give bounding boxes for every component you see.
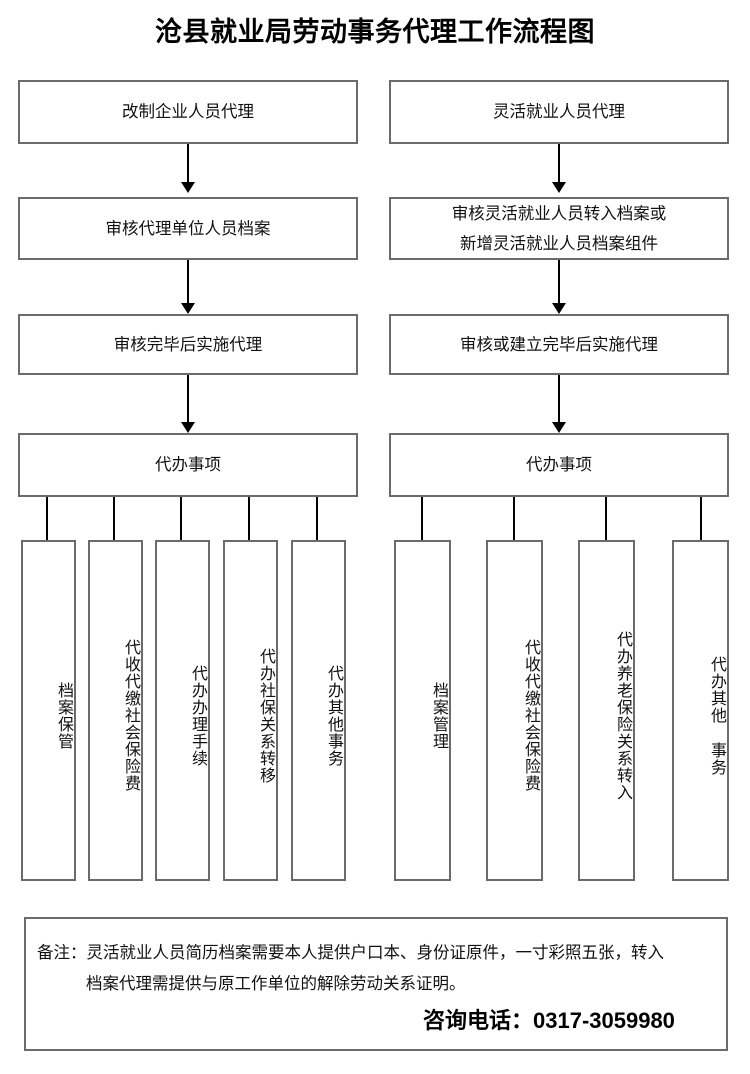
- right-leaf-2: 代收代缴社会保险费: [486, 540, 543, 881]
- right-arrow-1: [552, 182, 566, 193]
- left-branch-line-4: [248, 497, 250, 540]
- right-arrow-3: [552, 422, 566, 433]
- left-step-2: 审核代理单位人员档案: [18, 197, 358, 260]
- left-step-3-label: 审核完毕后实施代理: [113, 335, 263, 354]
- left-step-4: 代办事项: [18, 433, 358, 497]
- left-arrow-3: [181, 422, 195, 433]
- right-leaf-1: 档案管理: [394, 540, 451, 881]
- right-step-4-label: 代办事项: [526, 456, 592, 474]
- right-branch-line-4: [700, 497, 702, 540]
- left-connector-2: [187, 260, 189, 303]
- right-leaf-4: 代办其他 事务: [672, 540, 729, 881]
- right-step-1-label: 灵活就业人员代理: [493, 103, 625, 121]
- left-leaf-3-label: 代办办理手续: [189, 664, 206, 767]
- left-leaf-5: 代办其他事务: [291, 540, 346, 881]
- left-leaf-1-label: 档案保管: [55, 681, 72, 750]
- right-branch-line-3: [605, 497, 607, 540]
- left-connector-1: [187, 144, 189, 182]
- right-leaf-3-label: 代办养老保险关系转入: [614, 630, 631, 801]
- page-title: 沧县就业局劳动事务代理工作流程图: [155, 17, 595, 47]
- right-step-2: 审核灵活就业人员转入档案或 新增灵活就业人员档案组件: [389, 197, 729, 260]
- left-leaf-4-label: 代办社保关系转移: [257, 647, 274, 784]
- right-step-3: 审核或建立完毕后实施代理: [389, 314, 729, 375]
- left-leaf-2-label: 代收代缴社会保险费: [122, 639, 139, 792]
- right-leaf-1-label: 档案管理: [430, 681, 447, 750]
- left-leaf-1: 档案保管: [21, 540, 76, 881]
- left-step-3: 审核完毕后实施代理: [18, 314, 358, 375]
- left-step-2-label: 审核代理单位人员档案: [105, 219, 271, 238]
- left-leaf-5-label: 代办其他事务: [325, 664, 342, 767]
- right-step-3-label: 审核或建立完毕后实施代理: [460, 335, 658, 354]
- right-branch-line-1: [421, 497, 423, 540]
- right-connector-3: [558, 375, 560, 422]
- left-connector-3: [187, 375, 189, 422]
- footer-note-line-2: 档案代理需提供与原工作单位的解除劳动关系证明。: [86, 975, 466, 993]
- right-leaf-3: 代办养老保险关系转入: [578, 540, 635, 881]
- left-leaf-2: 代收代缴社会保险费: [88, 540, 143, 881]
- right-leaf-4-label: 代办其他 事务: [708, 655, 725, 776]
- right-step-2-label: 审核灵活就业人员转入档案或 新增灵活就业人员档案组件: [451, 204, 667, 253]
- left-leaf-3: 代办办理手续: [155, 540, 210, 881]
- footer-note-box: [24, 917, 728, 1051]
- left-branch-line-5: [316, 497, 318, 540]
- left-step-1-label: 改制企业人员代理: [122, 103, 254, 121]
- left-arrow-2: [181, 303, 195, 314]
- left-branch-line-3: [180, 497, 182, 540]
- right-leaf-2-label: 代收代缴社会保险费: [522, 639, 539, 792]
- footer-phone: 咨询电话：0317-3059980: [423, 1008, 675, 1033]
- left-branch-line-1: [46, 497, 48, 540]
- left-step-1: 改制企业人员代理: [18, 80, 358, 144]
- footer-note-line-1: 备注：灵活就业人员简历档案需要本人提供户口本、身份证原件，一寸彩照五张，转入: [37, 944, 664, 962]
- left-branch-line-2: [113, 497, 115, 540]
- left-arrow-1: [181, 182, 195, 193]
- left-step-4-label: 代办事项: [155, 456, 221, 474]
- right-connector-1: [558, 144, 560, 182]
- right-branch-line-2: [513, 497, 515, 540]
- left-leaf-4: 代办社保关系转移: [223, 540, 278, 881]
- right-arrow-2: [552, 303, 566, 314]
- right-step-4: 代办事项: [389, 433, 729, 497]
- right-step-1: 灵活就业人员代理: [389, 80, 729, 144]
- right-connector-2: [558, 260, 560, 303]
